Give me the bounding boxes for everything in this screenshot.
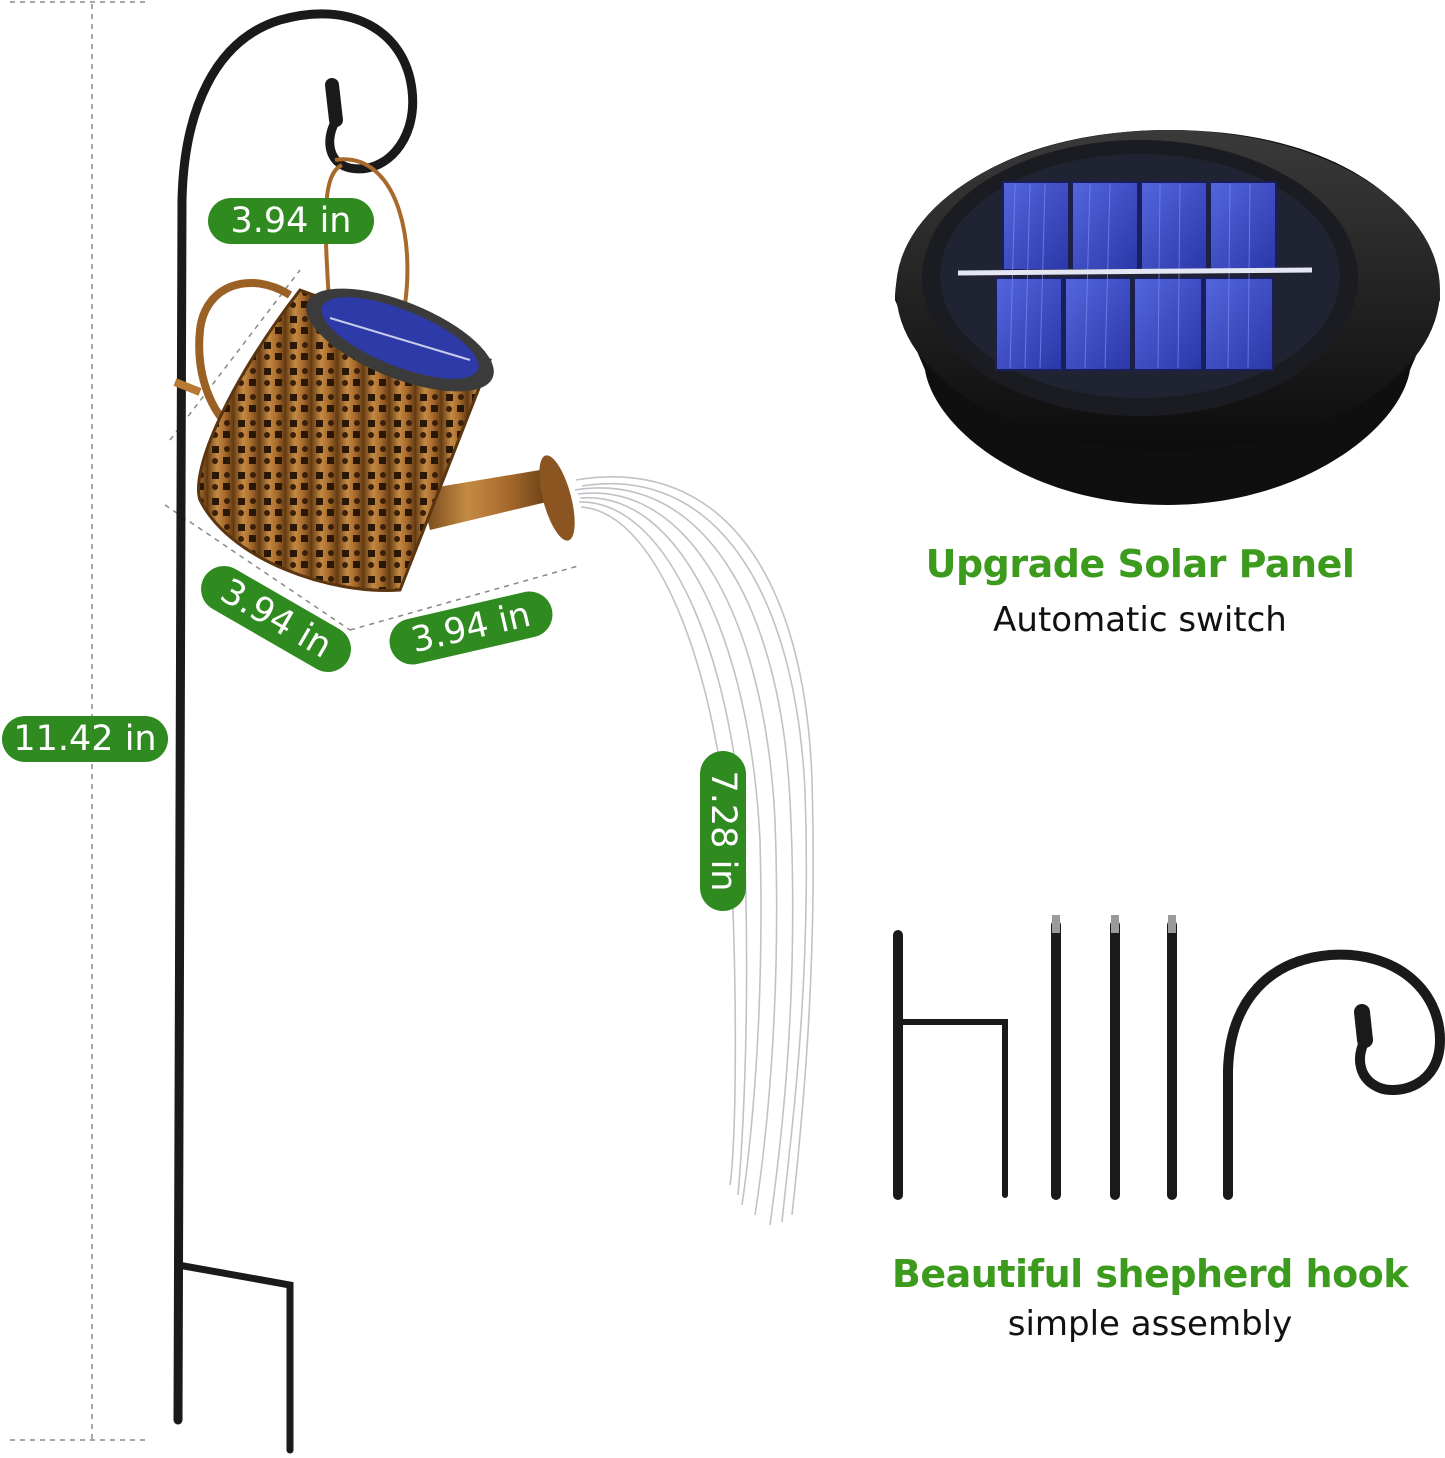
shepherd-hook-stand [173,9,418,1454]
solar-panel-heading: Upgrade Solar Panel [925,542,1355,586]
hook-part-tips [1052,915,1176,933]
water-length-label: 7.28 in [700,751,746,911]
height-guide-lines [10,1,579,1441]
solar-panel-icon [895,130,1440,505]
hook-width-label: 3.94 in [208,198,374,244]
total-height-label: 11.42 in [2,716,168,762]
hook-parts-icon [893,920,1445,1200]
solar-panel-subtitle: Automatic switch [993,600,1287,640]
water-stream [574,476,815,1226]
shepherd-hook-heading: Beautiful shepherd hook [891,1252,1409,1296]
shepherd-hook-subtitle: simple assembly [1007,1304,1293,1344]
